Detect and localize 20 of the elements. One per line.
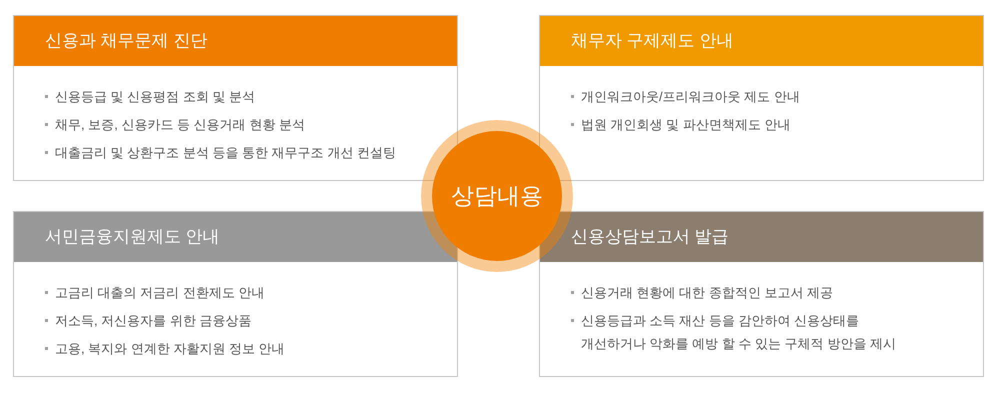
card-header: 채무자 구제제도 안내 [540, 16, 983, 66]
list-item: 개인워크아웃/프리워크아웃 제도 안내 [581, 88, 800, 106]
list-item: 저소득, 저신용자를 위한 금융상품 [55, 312, 252, 330]
center-circle [421, 120, 573, 272]
list-item: 채무, 보증, 신용카드 등 신용거래 현황 분석 [55, 116, 305, 134]
list-item: 고용, 복지와 연계한 자활지원 정보 안내 [55, 340, 285, 358]
info-card [13, 211, 458, 377]
card-header: 신용상담보고서 발급 [540, 212, 983, 262]
list-item: 법원 개인회생 및 파산면책제도 안내 [581, 116, 790, 134]
list-item: 신용등급과 소득 재산 등을 감안하여 신용상태를 개선하거나 악화를 예방 할 수 있는 구체적 방안을 제시 [581, 312, 897, 353]
circle-label: 상담내용 [451, 182, 543, 210]
card-header: 신용과 채무문제 진단 [14, 16, 457, 66]
card-header: 서민금융지원제도 안내 [14, 212, 457, 262]
info-card [13, 15, 458, 181]
list-item: 고금리 대출의 저금리 전환제도 안내 [55, 284, 264, 302]
info-card [539, 211, 984, 377]
list-item: 신용등급 및 신용평점 조회 및 분석 [55, 88, 256, 106]
list-item: 대출금리 및 상환구조 분석 등을 통한 재무구조 개선 컨설팅 [55, 144, 396, 162]
info-card [539, 15, 984, 181]
list-item: 신용거래 현황에 대한 종합적인 보고서 제공 [581, 284, 834, 302]
